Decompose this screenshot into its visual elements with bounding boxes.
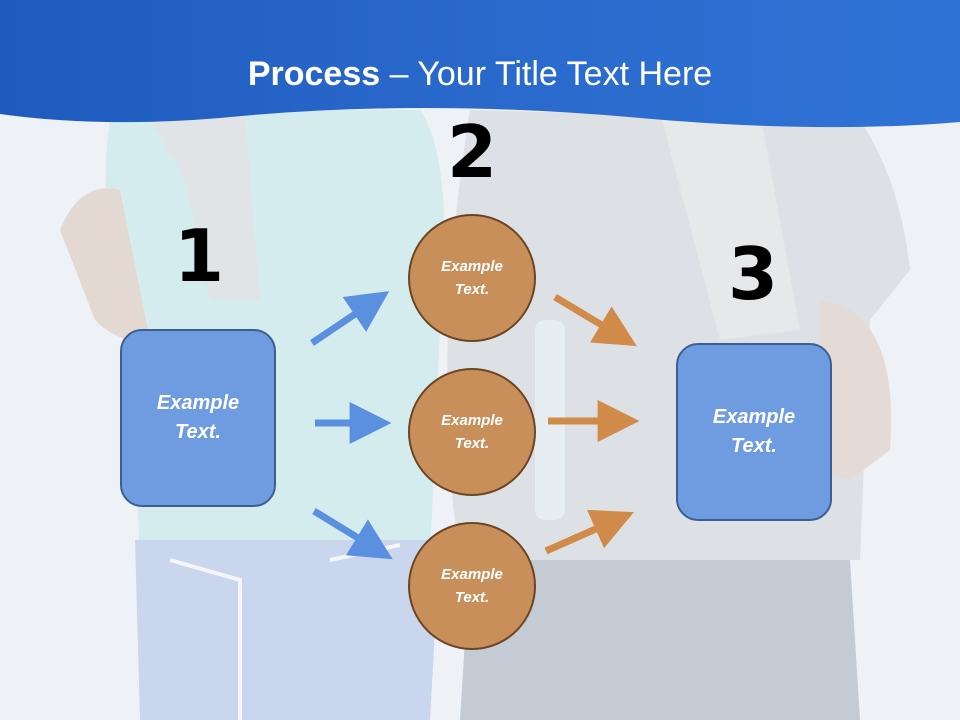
- circle-top: Example Text.: [408, 214, 536, 342]
- arrow-circle-bottom-to-3: [544, 509, 634, 555]
- step-3-box: Example Text.: [676, 343, 832, 521]
- title-rest: – Your Title Text Here: [380, 55, 713, 93]
- circle-middle-line2: Text.: [454, 435, 490, 452]
- title-strong: Process: [247, 55, 381, 93]
- step-1-text-line1: Example: [156, 392, 240, 414]
- circle-bottom: Example Text.: [408, 522, 536, 650]
- step-1-box: Example Text.: [120, 329, 276, 507]
- arrow-1-to-circle-top: [310, 291, 390, 346]
- slide-title: Process – Your Title Text Here: [0, 52, 960, 96]
- step-1-text-line2: Text.: [175, 421, 221, 443]
- circle-top-line1: Example: [441, 258, 503, 275]
- step-3-text-line2: Text.: [731, 435, 777, 457]
- circle-bottom-line1: Example: [441, 566, 503, 583]
- circle-middle-line1: Example: [441, 412, 503, 429]
- circle-top-line2: Text.: [454, 281, 490, 298]
- circle-middle: Example Text.: [408, 368, 536, 496]
- circle-bottom-line2: Text.: [454, 589, 490, 606]
- arrow-1-to-circle-bottom: [312, 508, 393, 560]
- step-number-3: 3: [727, 232, 779, 316]
- step-3-text-line1: Example: [712, 406, 796, 428]
- arrow-circle-top-to-3: [553, 293, 637, 347]
- step-number-2: 2: [446, 110, 498, 194]
- step-number-1: 1: [173, 214, 225, 298]
